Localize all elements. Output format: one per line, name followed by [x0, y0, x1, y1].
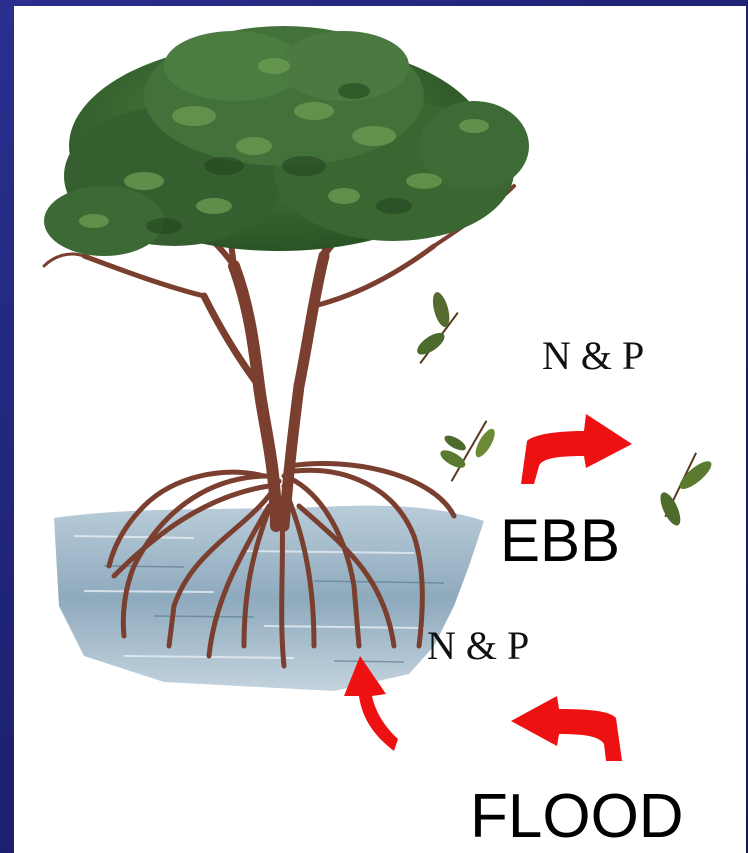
- diagram-panel: N & P EBB N & P FLOOD: [14, 6, 746, 853]
- flood-arrow-icon: [511, 696, 622, 761]
- nutrient-import-label: N & P: [427, 622, 529, 669]
- water-surface: [54, 506, 484, 691]
- leaf-icon: [427, 407, 500, 490]
- mangrove-diagram: [14, 6, 746, 853]
- leaf-icon: [391, 287, 470, 364]
- leaf-icon: [646, 448, 730, 529]
- flood-tide-label: FLOOD: [470, 781, 684, 852]
- nutrient-export-label: N & P: [542, 332, 644, 379]
- mangrove-canopy: [44, 26, 529, 256]
- ebb-arrow-icon: [521, 414, 632, 484]
- ebb-tide-label: EBB: [500, 506, 620, 575]
